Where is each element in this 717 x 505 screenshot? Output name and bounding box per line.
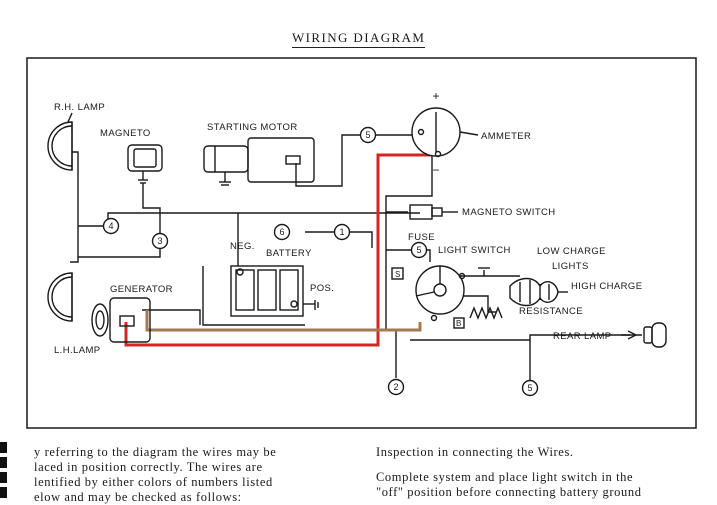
charge-control-knob (509, 277, 568, 307)
svg-text:5: 5 (527, 383, 532, 393)
diagram-frame (26, 57, 697, 429)
wire-number-1: 1 (333, 223, 351, 241)
starting-motor (203, 137, 315, 186)
svg-text:3: 3 (157, 236, 162, 246)
instructions-right-column: Inspection in connecting the Wires. Comp… (376, 445, 716, 500)
wire-number-2: 2 (387, 378, 405, 396)
generator-label: GENERATOR (110, 284, 173, 295)
magneto-label: MAGNETO (100, 128, 151, 139)
fuse-label: FUSE (408, 232, 435, 243)
wire-number-6: 6 (273, 223, 291, 241)
svg-text:6: 6 (279, 227, 284, 237)
magneto-switch (409, 204, 458, 220)
resistance-label: RESISTANCE (519, 306, 583, 317)
instructions-left-column: y referring to the diagram the wires may… (34, 445, 374, 505)
scan-edge-mark (0, 442, 7, 502)
svg-text:2: 2 (393, 382, 398, 392)
battery-label: BATTERY (266, 248, 312, 259)
rear-lamp-label: REAR LAMP (553, 331, 612, 342)
wire-number-5-fuse: 5 (410, 241, 428, 259)
low-charge-label: LOW CHARGE (537, 246, 606, 257)
svg-text:5: 5 (416, 245, 421, 255)
light-switch-label: LIGHT SWITCH (438, 245, 511, 256)
left-text-line-1: y referring to the diagram the wires may… (34, 445, 277, 459)
ammeter-label: AMMETER (481, 131, 531, 142)
magneto (127, 144, 163, 184)
lh-lamp-label: L.H.LAMP (54, 345, 101, 356)
wire-number-5-ammeter: 5 (359, 126, 377, 144)
wire-number-5-rear: 5 (521, 379, 539, 397)
battery-neg-label: NEG. (230, 241, 255, 252)
svg-text:1: 1 (339, 227, 344, 237)
rh-lamp-label: R.H. LAMP (54, 102, 105, 113)
brown-wire (145, 310, 422, 332)
generator (91, 297, 151, 343)
left-text-line-3: lentified by either colors of numbers li… (34, 475, 273, 489)
ammeter (411, 107, 479, 158)
lh-lamp (47, 272, 73, 322)
svg-text:5: 5 (365, 130, 370, 140)
right-text-line-3: "off" position before connecting battery… (376, 485, 642, 499)
battery (230, 265, 319, 317)
ammeter-plus: + (432, 89, 439, 103)
red-wire (124, 153, 438, 347)
lights-label: LIGHTS (552, 261, 589, 272)
rear-lamp (621, 322, 667, 348)
left-text-line-2: laced in position correctly. The wires a… (34, 460, 263, 474)
battery-pos-label: POS. (310, 283, 334, 294)
svg-text:4: 4 (108, 221, 113, 231)
rh-lamp (47, 121, 73, 171)
light-switch (391, 265, 490, 329)
high-charge-label: HIGH CHARGE (571, 281, 642, 292)
left-text-line-4: elow and may be checked as follows: (34, 490, 242, 504)
right-text-line-2: Complete system and place light switch i… (376, 470, 634, 484)
magneto-switch-label: MAGNETO SWITCH (462, 207, 556, 218)
right-text-line-1: Inspection in connecting the Wires. (376, 445, 574, 459)
page-title: WIRING DIAGRAM (292, 30, 426, 48)
wire-number-4: 4 (102, 217, 120, 235)
switch-s-terminal: S (395, 270, 401, 279)
starting-motor-label: STARTING MOTOR (207, 122, 298, 133)
ammeter-minus: − (432, 163, 439, 177)
wire-number-3: 3 (151, 232, 169, 250)
switch-b-terminal: B (456, 319, 462, 328)
